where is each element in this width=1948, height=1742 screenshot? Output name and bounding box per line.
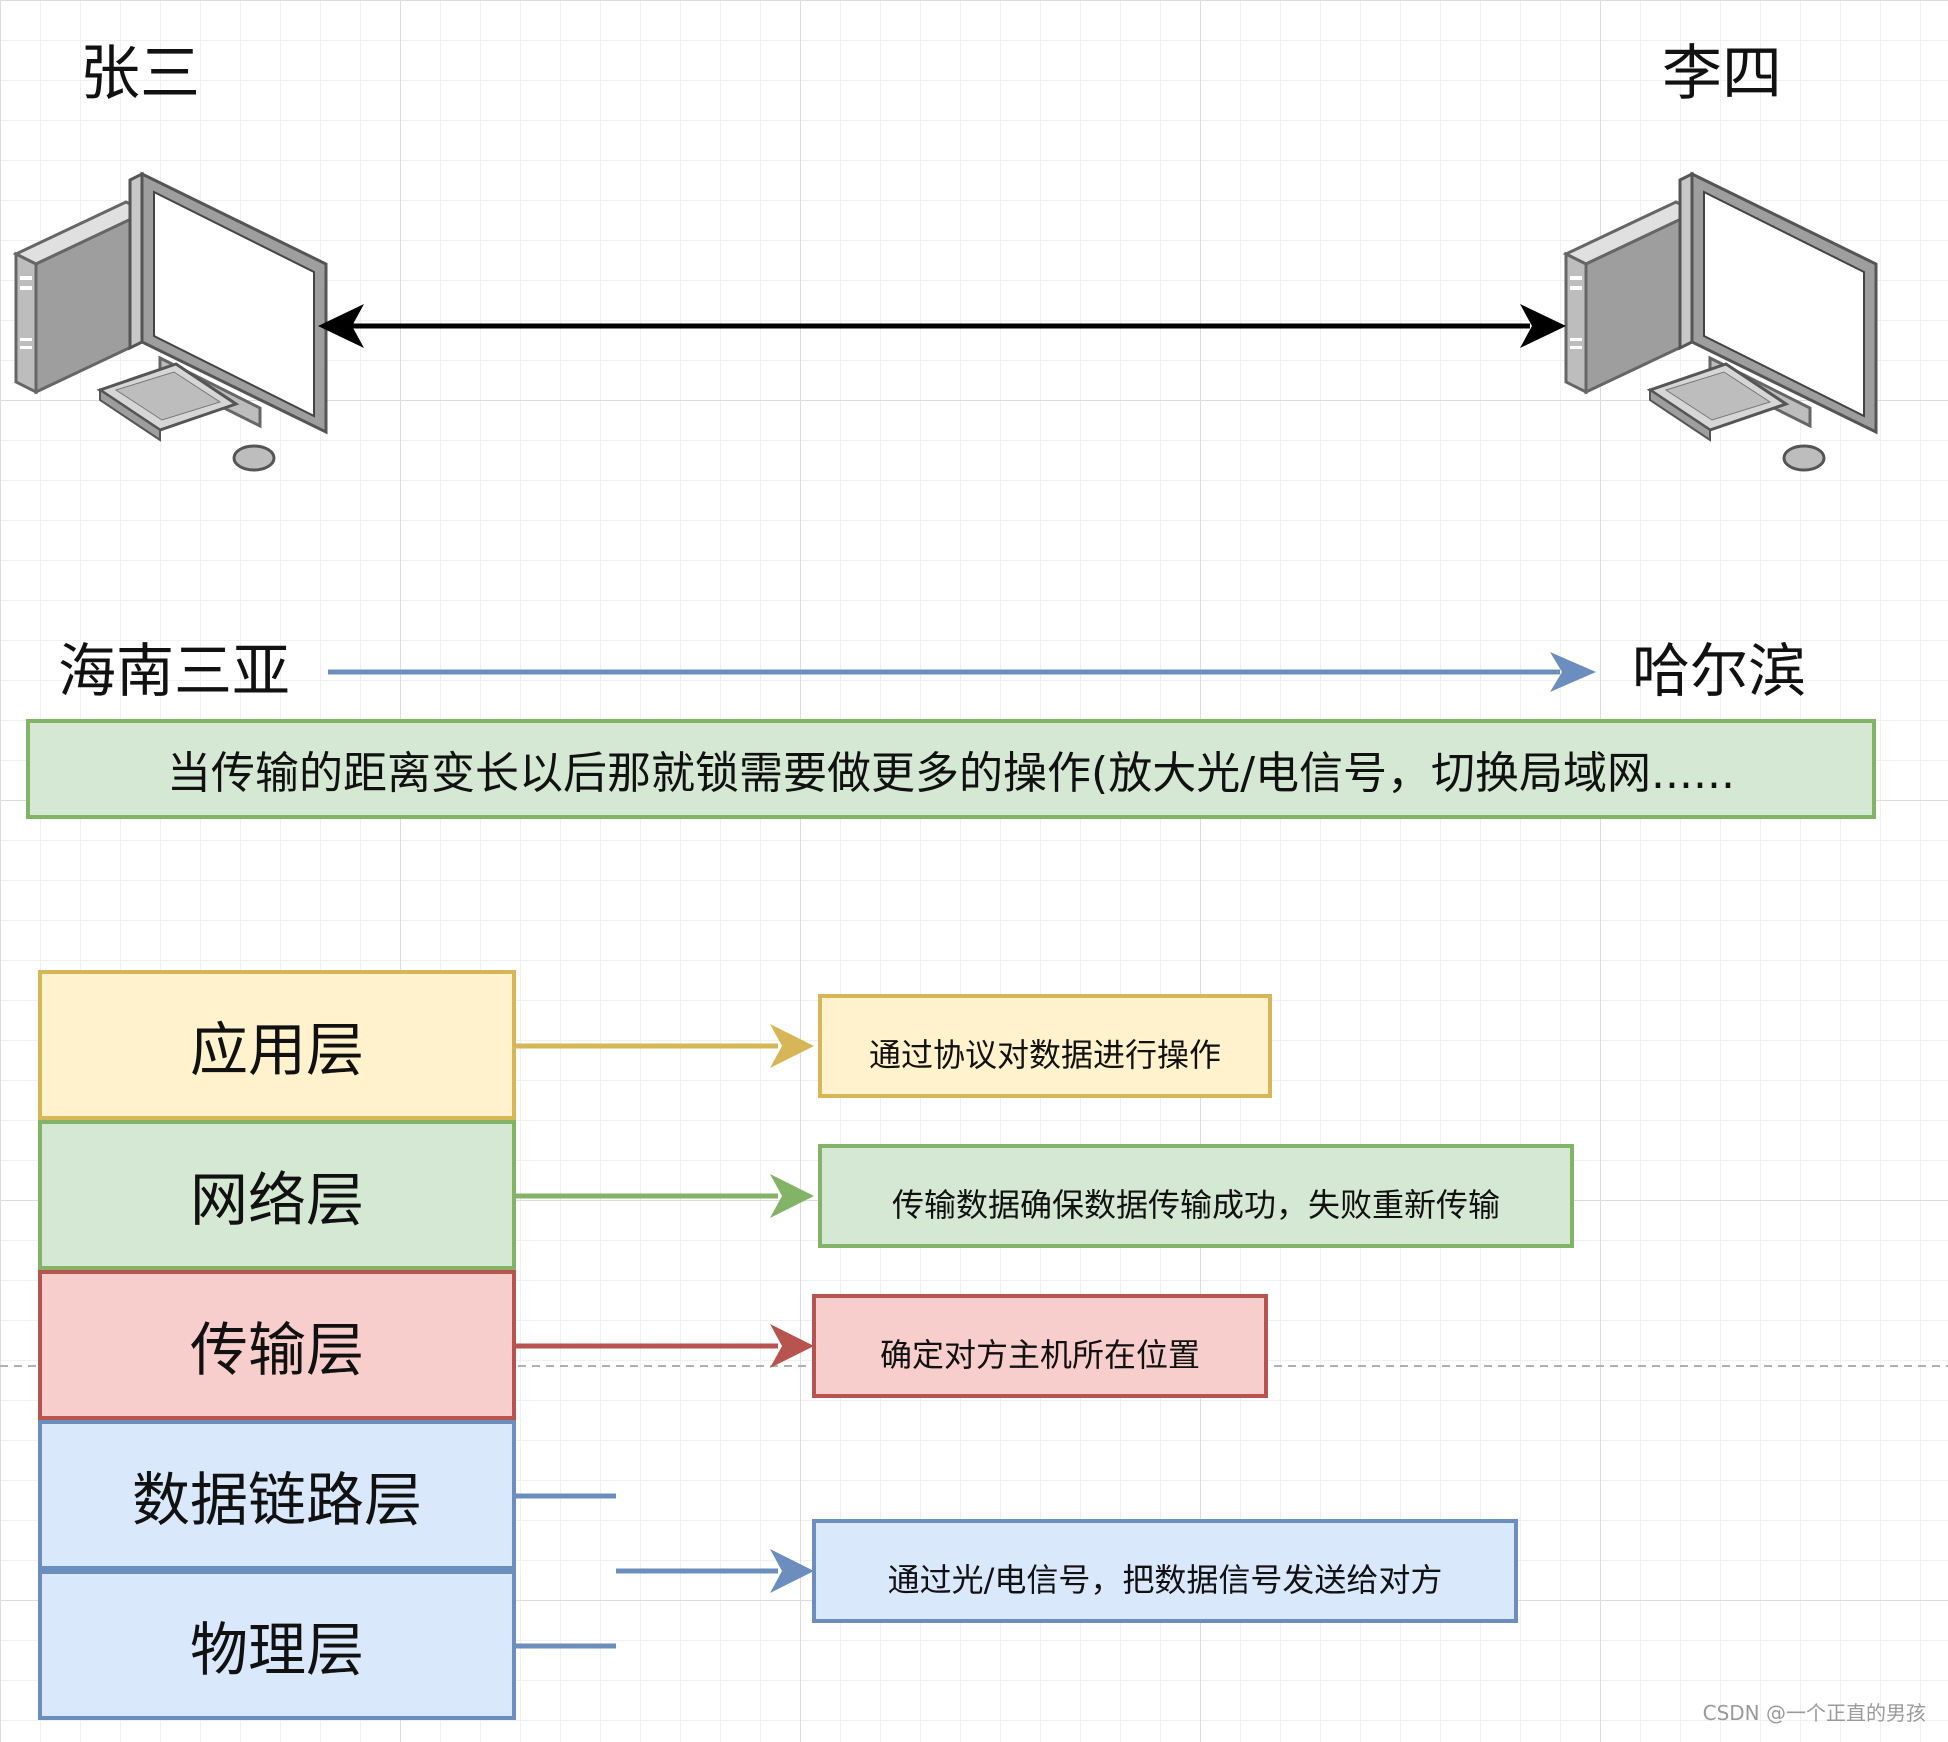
desc-lower-layers: 通过光/电信号，把数据信号发送给对方 — [812, 1519, 1518, 1623]
watermark: CSDN @一个正直的男孩 — [1702, 1701, 1926, 1725]
desc-network: 传输数据确保数据传输成功，失败重新传输 — [818, 1144, 1574, 1248]
layer-label: 应用层 — [189, 1016, 364, 1084]
layer-label: 物理层 — [189, 1616, 364, 1684]
arrowhead-network — [770, 1174, 814, 1218]
layer-network: 网络层 — [38, 1120, 516, 1270]
distance-note: 当传输的距离变长以后那就锁需要做更多的操作(放大光/电信号，切换局域网.....… — [26, 719, 1876, 819]
desc-text: 确定对方主机所在位置 — [879, 1336, 1200, 1374]
layer-application: 应用层 — [38, 970, 516, 1120]
arrowhead-transport — [770, 1324, 814, 1368]
route-arrowhead — [1550, 652, 1596, 692]
arrowhead-right — [1520, 304, 1566, 348]
route-from-label: 海南三亚 — [58, 637, 291, 705]
layer-datalink: 数据链路层 — [38, 1420, 516, 1570]
layer-label: 传输层 — [189, 1316, 364, 1384]
arrowhead-lower-layers — [770, 1549, 814, 1593]
host-right-name: 李四 — [1662, 39, 1782, 109]
desktop-computer-icon — [12, 171, 328, 472]
desc-transport: 确定对方主机所在位置 — [812, 1294, 1268, 1398]
desc-text: 通过协议对数据进行操作 — [868, 1036, 1221, 1074]
desktop-computer-icon — [1562, 171, 1878, 472]
arrowhead-left — [318, 304, 364, 348]
distance-note-text: 当传输的距离变长以后那就锁需要做更多的操作(放大光/电信号，切换局域网.....… — [167, 748, 1735, 799]
desc-application: 通过协议对数据进行操作 — [818, 994, 1272, 1098]
arrowhead-application — [770, 1024, 814, 1068]
layer-transport: 传输层 — [38, 1270, 516, 1420]
desc-text: 传输数据确保数据传输成功，失败重新传输 — [891, 1186, 1500, 1224]
desc-text: 通过光/电信号，把数据信号发送给对方 — [887, 1561, 1443, 1599]
layer-label: 网络层 — [189, 1166, 364, 1234]
layer-physical: 物理层 — [38, 1570, 516, 1720]
route-to-label: 哈尔滨 — [1632, 637, 1807, 705]
host-left-name: 张三 — [80, 39, 200, 109]
layer-label: 数据链路层 — [131, 1466, 422, 1534]
